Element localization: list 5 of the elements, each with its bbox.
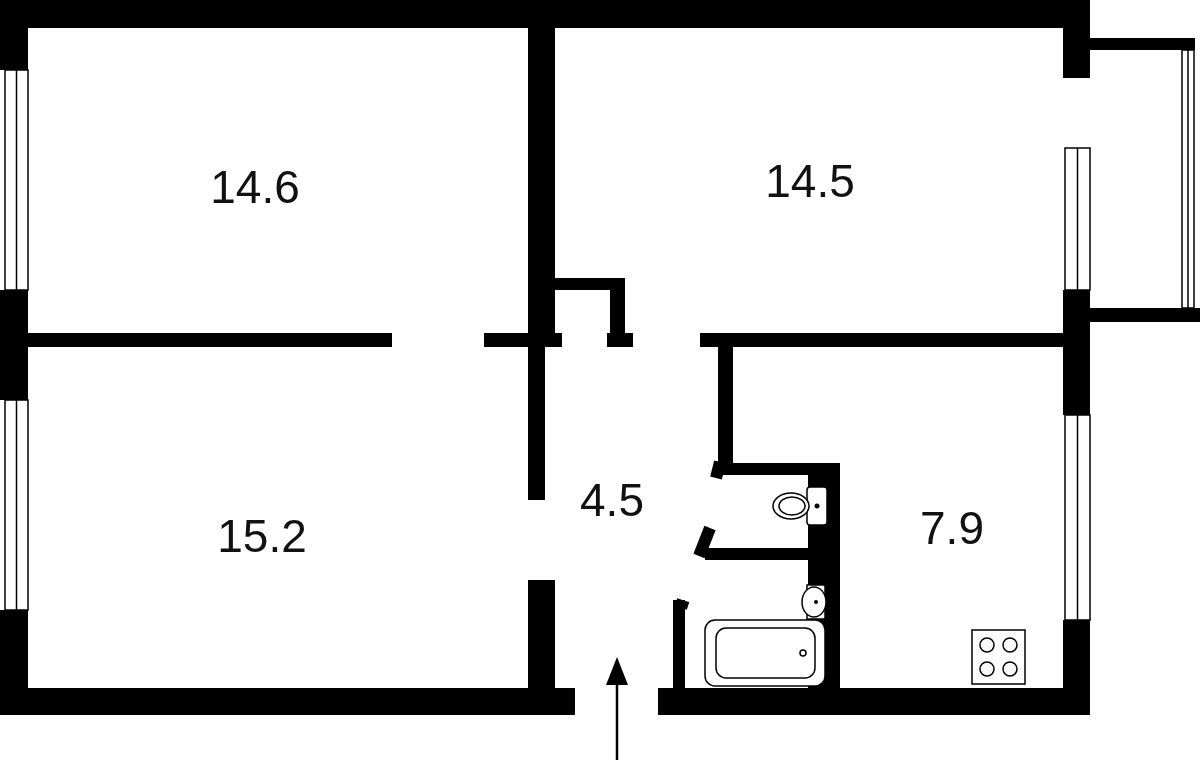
room-area-label: 7.9 bbox=[920, 505, 984, 551]
room-area-label: 15.2 bbox=[217, 513, 307, 559]
room-area-label: 14.5 bbox=[765, 158, 855, 204]
room-area-label: 4.5 bbox=[580, 477, 644, 523]
room-area-label: 14.6 bbox=[210, 164, 300, 210]
